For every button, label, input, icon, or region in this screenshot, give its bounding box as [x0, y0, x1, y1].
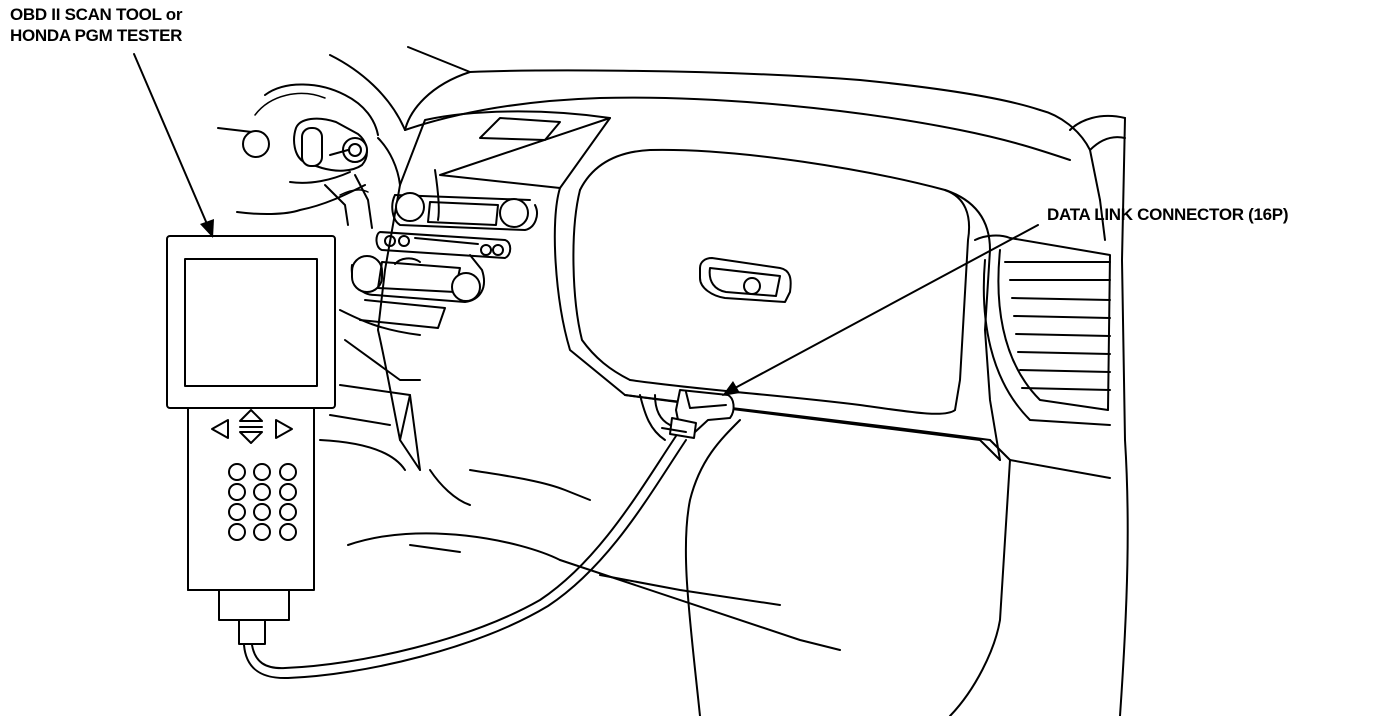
- right-vent: [949, 117, 1129, 716]
- dlc-label: DATA LINK CONNECTOR (16P): [1047, 205, 1289, 224]
- lower-dash: [347, 394, 841, 716]
- keypad: [228, 463, 297, 541]
- nav-pad: [211, 409, 293, 444]
- leader-lines: [133, 53, 1039, 396]
- scan-tool-cable: [243, 435, 687, 680]
- up-arrow-icon: [239, 409, 263, 422]
- center-stack: [319, 110, 611, 471]
- down-arrow-icon: [239, 431, 263, 444]
- steering-column: [217, 54, 406, 229]
- scan-tool-label-line2: HONDA PGM TESTER: [10, 26, 183, 45]
- right-arrow-icon: [275, 419, 293, 439]
- dashboard-top: [404, 46, 1126, 201]
- glove-box: [553, 148, 1001, 461]
- left-arrow-icon: [211, 419, 229, 439]
- scan-tool: [166, 235, 336, 645]
- dlc-connector: [661, 389, 735, 439]
- scan-tool-label-line1: OBD II SCAN TOOL or: [10, 5, 183, 24]
- scan-tool-label: OBD II SCAN TOOL or HONDA PGM TESTER: [10, 4, 182, 46]
